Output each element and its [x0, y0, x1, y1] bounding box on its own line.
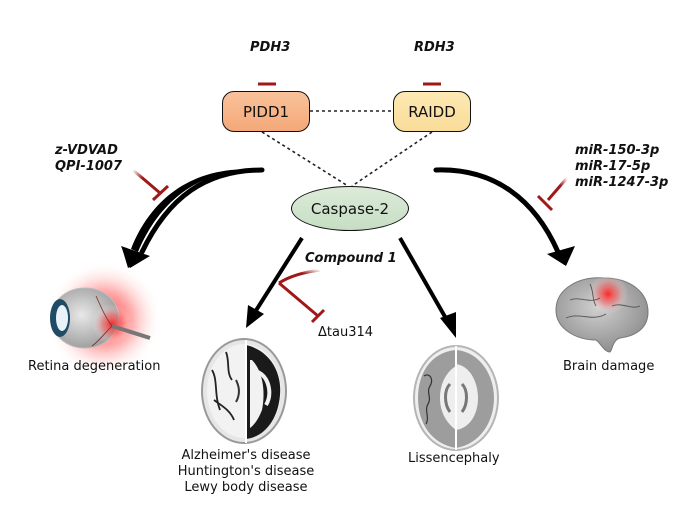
brain-damage-inhibitor: [536, 177, 569, 212]
pdh3-inhibitor: [258, 60, 276, 86]
pdh3-label: PDH3: [250, 40, 291, 55]
arrowhead-brain-damage: [547, 246, 575, 266]
delta-tau314-label: Δtau314: [318, 325, 374, 340]
arrow-to-retina: [131, 169, 262, 252]
caspase2-node: Caspase-2: [291, 186, 409, 231]
compound1-inhibitor: [278, 268, 326, 324]
retina-inhibitor-labels: z-VDVAD QPI-1007: [55, 143, 122, 175]
caspase2-label: Caspase-2: [310, 199, 390, 218]
eye-illustration: [46, 261, 162, 377]
raidd-caspase-link: [351, 131, 433, 187]
inhibitor-z-vdvad: z-VDVAD: [55, 143, 118, 158]
compound1-label: Compound 1: [305, 251, 397, 266]
lissencephaly-brain-illustration: [413, 345, 499, 451]
lissencephaly-label: Lissencephaly: [408, 451, 500, 466]
brain-damage-label: Brain damage: [563, 359, 655, 374]
alzheimers-brain-illustration: [201, 338, 287, 444]
rdh3-inhibitor: [423, 60, 441, 86]
rdh3-label: RDH3: [414, 40, 455, 55]
inhibitor-mir-17-5p: miR-17-5p: [575, 159, 651, 174]
alzheimers-label: Alzheimer's disease: [181, 448, 311, 463]
neuro-disease-labels: Alzheimer's disease Huntington's disease…: [166, 448, 326, 496]
brain-damage-inhibitor-labels: miR-150-3p miR-17-5p miR-1247-3p: [575, 143, 668, 191]
pidd1-caspase-link: [261, 131, 349, 187]
inhibitor-mir-150-3p: miR-150-3p: [575, 143, 660, 158]
brain-damage-illustration: [555, 274, 649, 353]
huntingtons-label: Huntington's disease: [177, 464, 315, 479]
pidd1-label: PIDD1: [242, 102, 290, 121]
raidd-label: RAIDD: [408, 102, 456, 121]
raidd-node: RAIDD: [393, 91, 471, 132]
arrow-to-neuro: [253, 236, 304, 314]
lewy-body-label: Lewy body disease: [184, 480, 308, 495]
retina-degeneration-label: Retina degeneration: [28, 359, 161, 374]
retina-inhibitor: [132, 168, 170, 202]
inhibitor-qpi-1007: QPI-1007: [55, 159, 122, 174]
arrow-to-lissencephaly: [398, 237, 450, 323]
pidd1-node: PIDD1: [222, 91, 310, 132]
inhibitor-mir-1247-3p: miR-1247-3p: [575, 175, 669, 190]
